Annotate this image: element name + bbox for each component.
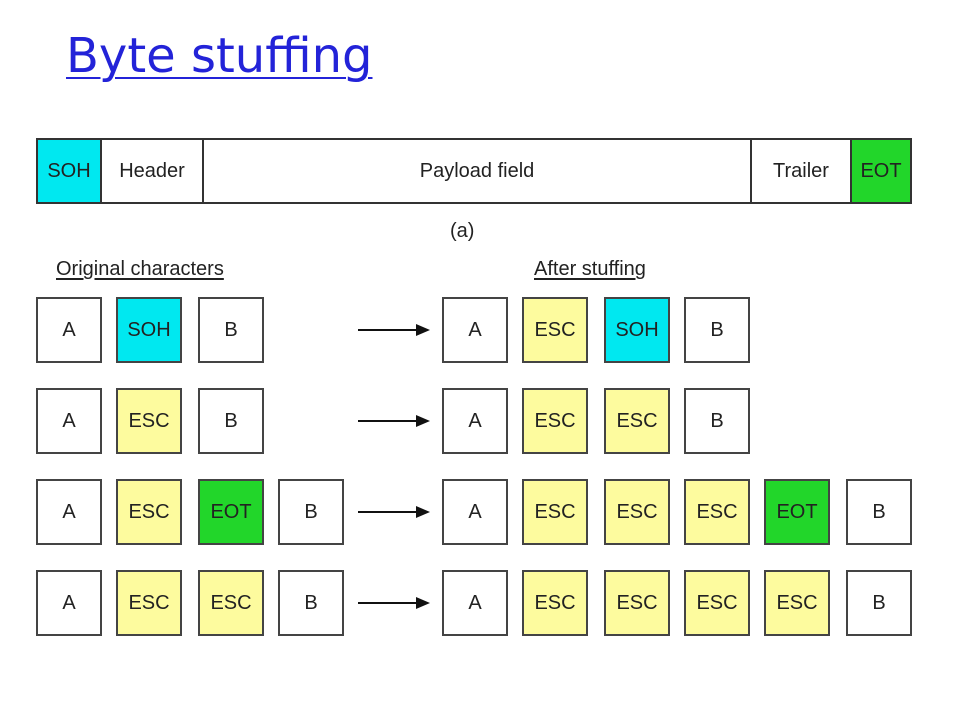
- stuffed-char-box: ESC: [522, 297, 588, 363]
- frame-soh-flag: SOH: [38, 140, 102, 202]
- stuffed-char-box: A: [442, 570, 508, 636]
- original-char-box: ESC: [198, 570, 264, 636]
- stuffed-char-box: B: [846, 479, 912, 545]
- stuffed-char-box: ESC: [522, 570, 588, 636]
- original-char-box: ESC: [116, 479, 182, 545]
- original-char-box: A: [36, 297, 102, 363]
- stuffed-char-box: ESC: [604, 479, 670, 545]
- stuffed-char-box: EOT: [764, 479, 830, 545]
- original-char-box: ESC: [116, 388, 182, 454]
- original-char-box: EOT: [198, 479, 264, 545]
- frame-diagram: SOH Header Payload field Trailer EOT: [36, 138, 912, 204]
- frame-header: Header: [119, 159, 185, 182]
- stuffed-char-box: B: [846, 570, 912, 636]
- original-characters-heading: Original characters: [56, 258, 224, 280]
- frame-payload-field: Payload field: [202, 140, 750, 202]
- stuffed-char-box: ESC: [684, 479, 750, 545]
- stuffed-char-box: B: [684, 297, 750, 363]
- stuffed-char-box: ESC: [764, 570, 830, 636]
- stuffed-char-box: A: [442, 388, 508, 454]
- original-char-box: B: [198, 388, 264, 454]
- arrow-right-icon: [358, 506, 430, 518]
- original-char-box: B: [278, 479, 344, 545]
- original-char-box: SOH: [116, 297, 182, 363]
- after-stuffing-heading: After stuffing: [534, 258, 646, 280]
- original-char-box: A: [36, 479, 102, 545]
- frame-eot-flag: EOT: [850, 140, 910, 202]
- original-char-box: B: [198, 297, 264, 363]
- figure-caption: (a): [450, 220, 475, 242]
- stuffed-char-box: ESC: [684, 570, 750, 636]
- page-title: Byte stuffing: [66, 28, 373, 84]
- stuffed-char-box: ESC: [604, 570, 670, 636]
- stuffed-char-box: ESC: [522, 388, 588, 454]
- stuffed-char-box: A: [442, 297, 508, 363]
- original-char-box: ESC: [116, 570, 182, 636]
- stuffed-char-box: SOH: [604, 297, 670, 363]
- stuffed-char-box: A: [442, 479, 508, 545]
- original-char-box: A: [36, 388, 102, 454]
- arrow-right-icon: [358, 415, 430, 427]
- stuffed-char-box: B: [684, 388, 750, 454]
- arrow-right-icon: [358, 597, 430, 609]
- frame-trailer: Trailer: [750, 140, 850, 202]
- stuffed-char-box: ESC: [604, 388, 670, 454]
- arrow-right-icon: [358, 324, 430, 336]
- stuffed-char-box: ESC: [522, 479, 588, 545]
- original-char-box: B: [278, 570, 344, 636]
- original-char-box: A: [36, 570, 102, 636]
